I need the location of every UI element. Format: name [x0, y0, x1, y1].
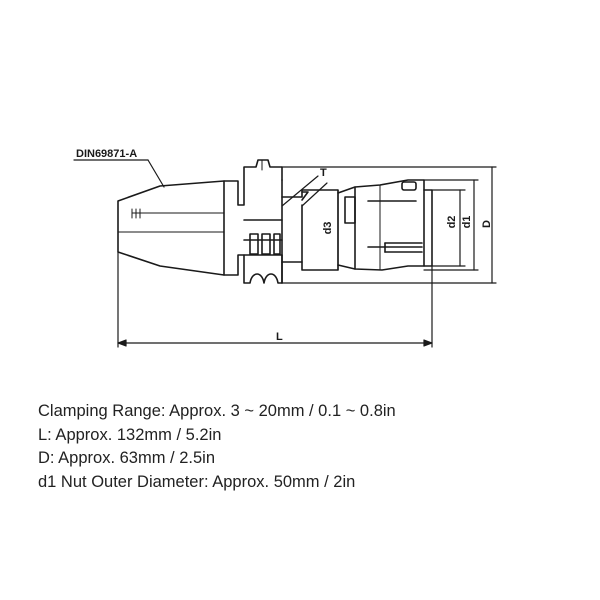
dimension-t: [281, 175, 328, 207]
dimension-d1: [423, 179, 479, 271]
dimension-big-d: [281, 166, 497, 284]
length-spec: L: Approx. 132mm / 5.2in: [38, 425, 222, 444]
flange: [223, 159, 283, 284]
dimension-big-d-label: D: [481, 220, 493, 228]
dimension-d3-label: d3: [322, 222, 334, 235]
dimension-l-label: L: [276, 331, 283, 343]
din-leader: [73, 159, 165, 188]
din-standard-label: DIN69871-A: [76, 148, 137, 160]
nut-diameter-spec: d1 Nut Outer Diameter: Approx. 50mm / 2i…: [38, 472, 356, 491]
dimension-d2-label: d2: [446, 216, 458, 229]
taper-shank: [117, 180, 225, 276]
dimension-t-label: T: [320, 167, 327, 179]
diameter-spec: D: Approx. 63mm / 2.5in: [38, 449, 215, 467]
dimension-l: [117, 251, 433, 348]
dimension-d1-label: d1: [461, 216, 473, 229]
clamping-range-spec: Clamping Range: Approx. 3 ~ 20mm / 0.1 ~…: [38, 402, 396, 420]
specification-list: Clamping Range: Approx. 3 ~ 20mm / 0.1 ~…: [38, 400, 396, 494]
tool-holder-drawing: DIN69871-A T d3 d2 d1 D L: [73, 148, 497, 348]
dimension-d2: [431, 189, 466, 267]
collet-nut: [337, 179, 433, 271]
